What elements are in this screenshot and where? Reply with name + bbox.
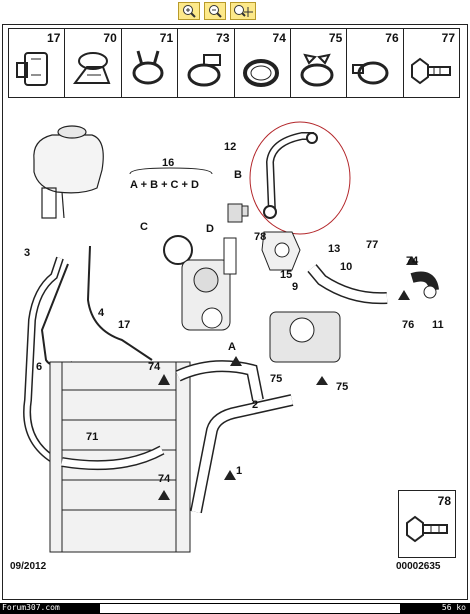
- clip-icon: [73, 52, 111, 84]
- status-bar: Forum307.com 56 ko: [0, 603, 470, 614]
- label-75-left: 75: [270, 373, 282, 385]
- outlet-15: [261, 231, 301, 271]
- o-ring-c: [163, 235, 193, 265]
- parts-row: 17 70 71 73 74 75 76 77: [8, 28, 460, 98]
- screw-clamp-icon: [352, 61, 389, 85]
- label-4: 4: [98, 307, 105, 319]
- formula-brace: [129, 167, 213, 175]
- part-cell-70[interactable]: 70: [65, 29, 122, 97]
- part-cell-76[interactable]: 76: [347, 29, 404, 97]
- hose-clip-icon: [16, 52, 48, 86]
- label-1: 1: [236, 465, 242, 477]
- hose-4: [86, 245, 153, 361]
- label-13: 13: [328, 243, 340, 255]
- highlight-circle: [249, 121, 351, 235]
- label-2: 2: [252, 399, 258, 411]
- formula-number: 16: [162, 157, 174, 169]
- label-a: A: [228, 341, 236, 353]
- label-76: 76: [402, 319, 414, 331]
- bolt-icon: [410, 57, 451, 85]
- band-clamp-icon: [242, 59, 279, 87]
- part-cell-71[interactable]: 71: [122, 29, 179, 97]
- status-site: Forum307.com: [2, 603, 60, 612]
- expansion-tank: [33, 125, 104, 219]
- label-b: B: [234, 169, 242, 181]
- arrow-markers: [158, 256, 418, 500]
- zoom-in-button[interactable]: [178, 2, 200, 20]
- spring-clamp-icon: [132, 50, 164, 85]
- zoom-out-icon: [209, 5, 222, 18]
- part-cell-17[interactable]: 17: [9, 29, 66, 97]
- diagram-reference: 00002635: [396, 561, 441, 572]
- part-number: 78: [437, 494, 451, 508]
- zoom-in-icon: [183, 5, 196, 18]
- part-cell-74[interactable]: 74: [235, 29, 291, 97]
- zoom-toolbar: [178, 2, 288, 22]
- label-6: 6: [36, 361, 42, 373]
- ear-clamp-icon: [300, 53, 334, 87]
- part-number: 73: [216, 31, 230, 45]
- worm-clamp-icon: [187, 54, 222, 87]
- thermostat-housing: [181, 259, 231, 331]
- label-9: 9: [292, 281, 298, 293]
- zoom-out-button[interactable]: [204, 2, 226, 20]
- sensor-78: [227, 203, 249, 223]
- label-71: 71: [86, 431, 98, 443]
- part-number: 77: [441, 31, 455, 45]
- label-74-top: 74: [406, 255, 419, 267]
- label-10: 10: [340, 261, 352, 273]
- formula-text: A + B + C + D: [130, 179, 199, 191]
- label-74-mid: 74: [148, 361, 161, 373]
- part-number: 71: [159, 31, 174, 45]
- zoom-move-icon: [234, 5, 253, 17]
- part-cell-75[interactable]: 75: [291, 29, 348, 97]
- label-c: C: [140, 221, 148, 233]
- label-12: 12: [224, 141, 236, 153]
- label-75-right: 75: [336, 381, 348, 393]
- diagram-frame: [2, 24, 468, 600]
- pipe-d: [223, 237, 237, 275]
- label-3: 3: [24, 247, 30, 259]
- label-17: 17: [118, 319, 130, 331]
- diagram-date: 09/2012: [10, 561, 47, 572]
- part-number: 17: [47, 31, 61, 45]
- label-15: 15: [280, 269, 292, 281]
- label-77: 77: [366, 239, 378, 251]
- part-number: 74: [272, 31, 286, 45]
- label-11: 11: [432, 319, 444, 331]
- label-74-bottom: 74: [158, 473, 171, 485]
- part-box-78[interactable]: 78: [398, 490, 456, 558]
- part-cell-77[interactable]: 77: [404, 29, 459, 97]
- status-progress: [100, 604, 400, 613]
- part-cell-73[interactable]: 73: [178, 29, 235, 97]
- part-number: 76: [385, 31, 399, 45]
- label-78: 78: [254, 231, 266, 243]
- label-d: D: [206, 223, 214, 235]
- part-number: 75: [328, 31, 343, 45]
- cooling-diagram: 16 A + B + C + D: [23, 121, 444, 553]
- status-size: 56 ko: [441, 603, 466, 612]
- part-number: 70: [103, 31, 117, 45]
- radiator: [49, 361, 191, 553]
- bolt-icon: [406, 515, 448, 543]
- water-pump: [269, 311, 341, 363]
- zoom-pan-button[interactable]: [230, 2, 256, 20]
